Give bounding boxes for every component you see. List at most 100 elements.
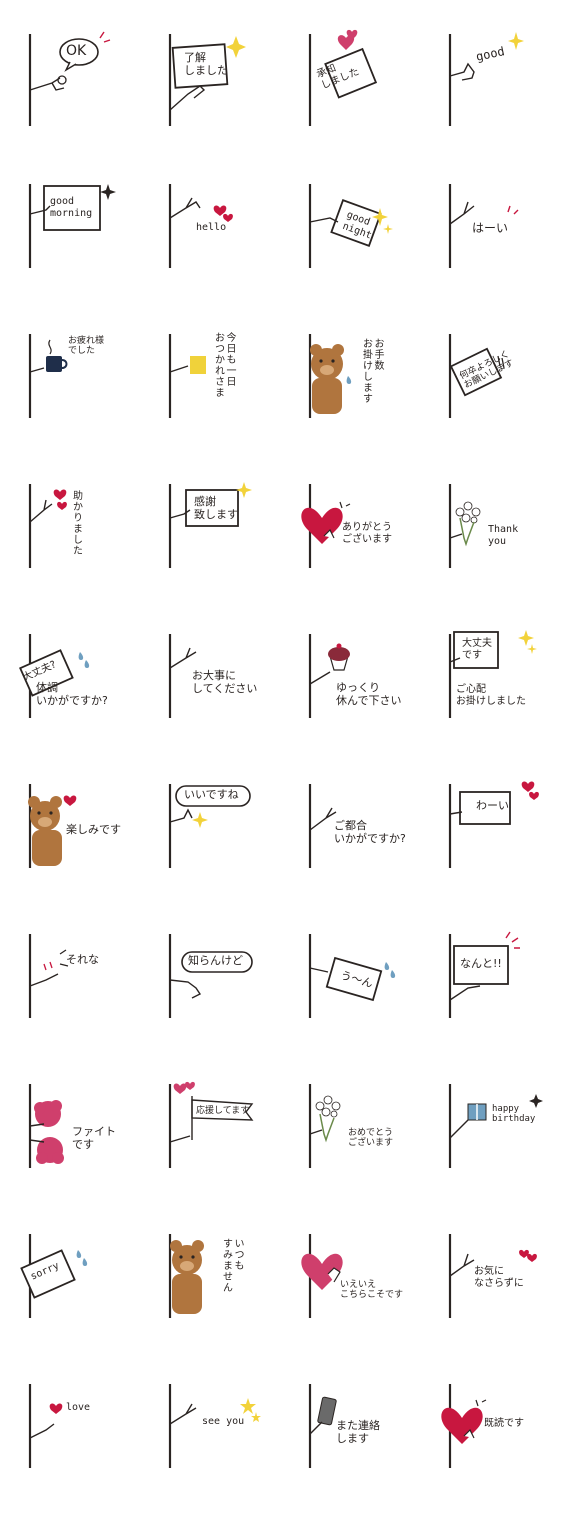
sticker-oki-ni-nasarazu[interactable]: お気に なさらずに	[446, 1228, 562, 1378]
sticker-haai[interactable]: はーい	[446, 178, 562, 328]
flower-bouquet-icon	[455, 501, 481, 547]
sticker-text: 楽しみです	[66, 823, 121, 836]
sticker-faito[interactable]: ファイト です	[26, 1078, 166, 1228]
sticker-happy-birthday[interactable]: happy birthday	[446, 1078, 562, 1228]
sparkle-icon	[527, 644, 537, 654]
sign-board-icon	[324, 47, 378, 99]
hand-icon	[309, 671, 331, 685]
sticker-text: ゆっくり 休んで下さい	[336, 681, 402, 707]
hand-icon	[309, 1129, 323, 1135]
sticker-omedetou[interactable]: おめでとう ございます	[306, 1078, 446, 1228]
sticker-text: ファイト です	[72, 1125, 116, 1151]
flower-bouquet-icon	[315, 1095, 341, 1143]
sticker-see-you[interactable]: see you	[166, 1378, 306, 1528]
sticker-itsumo-sumimasen[interactable]: いつも すみません	[166, 1228, 306, 1378]
sticker-sorena[interactable]: それな	[26, 928, 166, 1078]
sticker-love[interactable]: love	[26, 1378, 166, 1528]
sticker-text: hello	[196, 222, 227, 233]
sign-board-icon	[453, 631, 499, 669]
sticker-shouchi[interactable]: 承知 しました	[306, 28, 446, 178]
sticker-tanoshimi[interactable]: 楽しみです	[26, 778, 166, 928]
sticker-nanitozo[interactable]: 何卒よろしく お願いします	[446, 328, 562, 478]
big-heart-icon	[301, 1253, 343, 1290]
bear-icon	[28, 796, 62, 866]
sticker-waai[interactable]: わーい	[446, 778, 562, 928]
waving-hand-icon	[29, 499, 53, 523]
hand-icon	[309, 967, 329, 973]
waving-hand-icon	[169, 647, 197, 669]
sparkle-icon	[529, 1094, 543, 1108]
sign-board-icon	[459, 791, 511, 825]
sticker-daijoubu-desu[interactable]: 大丈夫 です ご心配 お掛けしました	[446, 628, 562, 778]
sticker-nanto[interactable]: なんと!!	[446, 928, 562, 1078]
hand-icon	[309, 217, 339, 223]
sticker-text: ご都合 いかがですか?	[334, 819, 406, 845]
sticker-sorry[interactable]: sorry	[20, 1228, 166, 1378]
star-icon	[251, 1412, 261, 1422]
sticker-good[interactable]: good	[446, 28, 562, 178]
sticker-odaijini[interactable]: お大事に してください	[166, 628, 306, 778]
sticker-ouen[interactable]: 応援してます	[166, 1078, 306, 1228]
sticker-text: see you	[202, 1416, 245, 1427]
raised-hand-icon	[449, 201, 475, 225]
sticker-good-morning[interactable]: good morning	[26, 178, 166, 328]
sign-board-icon	[453, 945, 509, 985]
cupcake-icon	[328, 643, 350, 671]
sparkle-icon	[518, 630, 534, 646]
sticker-text: Thank you	[488, 524, 519, 547]
sticker-text: また連絡 します	[336, 1419, 380, 1445]
hand-icon	[169, 1135, 191, 1143]
sticker-text: love	[66, 1402, 91, 1413]
sticker-ok[interactable]: OK	[26, 28, 166, 178]
tea-glass-icon	[190, 356, 206, 374]
sparkle-icon	[236, 482, 252, 498]
big-heart-icon	[301, 507, 343, 544]
sticker-text-secondary: ご心配 お掛けしました	[456, 684, 526, 707]
heart-icon	[49, 1403, 63, 1414]
sticker-text: 助かりました	[70, 490, 82, 556]
sign-board-icon	[20, 1249, 76, 1299]
sticker-text: good morning	[50, 196, 93, 219]
sticker-good-night[interactable]: good night	[306, 178, 446, 328]
sign-board-icon	[19, 649, 74, 697]
sticker-text: おめでとう ございます	[348, 1128, 394, 1149]
waving-hand-icon	[169, 1403, 197, 1425]
sticker-uun[interactable]: う〜ん	[306, 928, 446, 1078]
sticker-gotsugou[interactable]: ご都合 いかがですか?	[306, 778, 446, 928]
pointing-hand-icon	[29, 973, 59, 987]
sparkle-lines-icon	[339, 501, 351, 509]
raised-hand-icon	[309, 807, 337, 831]
sticker-mata-renraku[interactable]: また連絡 します	[306, 1378, 446, 1528]
sign-board-icon	[449, 347, 503, 397]
hand-icon	[169, 509, 191, 519]
hand-icon	[449, 811, 463, 815]
hand-icon	[463, 1428, 475, 1439]
sticker-arigatou[interactable]: ありがとう ございます	[301, 478, 446, 628]
sticker-ieie[interactable]: いえいえ こちらこそです	[301, 1228, 446, 1378]
coffee-mug-icon	[46, 356, 62, 372]
sign-board-icon	[43, 185, 101, 231]
sticker-kansha[interactable]: 感謝 致します	[166, 478, 306, 628]
sweat-drop-icon	[346, 376, 352, 384]
hand-icon	[449, 533, 463, 539]
sticker-daijoubu-taichou[interactable]: 大丈夫? 体調 いかがですか?	[19, 628, 166, 778]
sign-board-icon	[325, 956, 383, 1002]
sticker-thank-you[interactable]: Thank you	[446, 478, 562, 628]
heart-icon	[527, 1253, 537, 1262]
star-icon	[240, 1398, 256, 1414]
sticker-text: 既読です	[484, 1418, 524, 1429]
sticker-kyoumo-ichinichi[interactable]: 今日も一日 おつかれさま	[166, 328, 306, 478]
sticker-shirankedo[interactable]: 知らんけど	[166, 928, 306, 1078]
sticker-otsukaresama-deshita[interactable]: お疲れ様 でした	[26, 328, 166, 478]
sticker-text: わーい	[476, 799, 509, 812]
sticker-ryoukai[interactable]: 了解 しました	[166, 28, 306, 178]
sticker-otesuu[interactable]: お手数 お掛けします	[306, 328, 446, 478]
sticker-tasukarimashita[interactable]: 助かりました	[26, 478, 166, 628]
sticker-hello[interactable]: hello	[166, 178, 306, 328]
sticker-iidesune[interactable]: いいですね	[166, 778, 306, 928]
sticker-kidoku[interactable]: 既読です	[441, 1378, 562, 1528]
sticker-yukkuri[interactable]: ゆっくり 休んで下さい	[306, 628, 446, 778]
hand-icon	[449, 1119, 469, 1139]
waving-hand-icon	[449, 1253, 475, 1277]
